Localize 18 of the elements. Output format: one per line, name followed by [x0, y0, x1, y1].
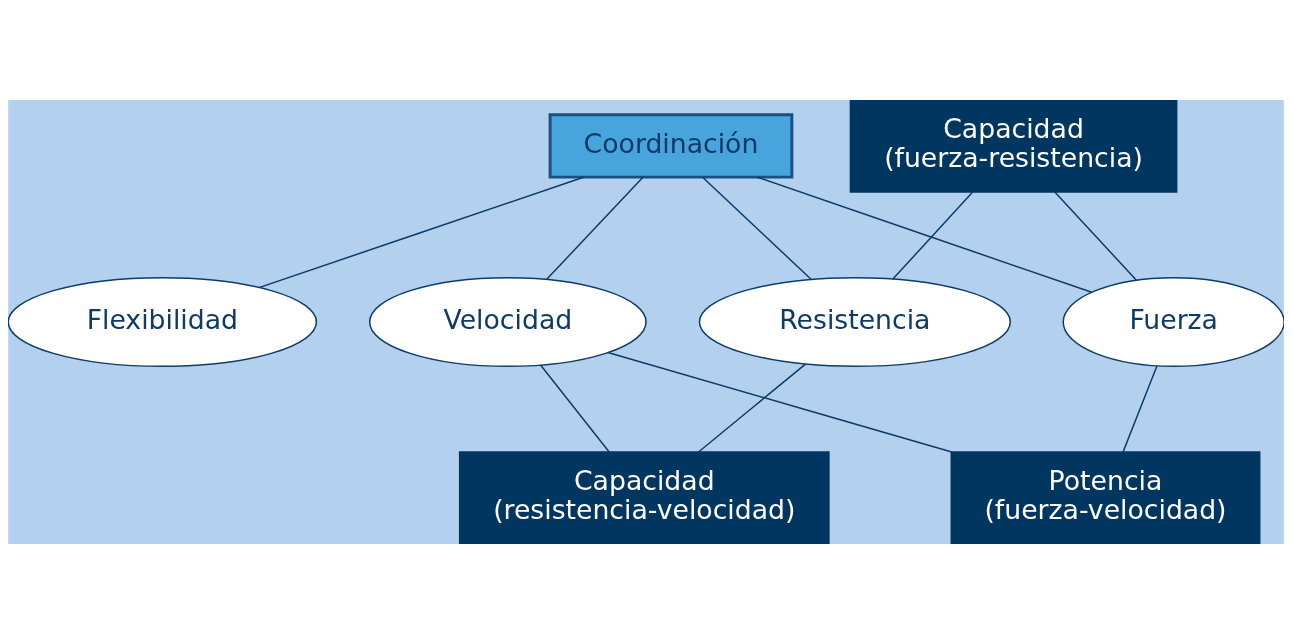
connector	[258, 175, 585, 288]
node-ellipse: Fuerza	[1062, 276, 1284, 367]
node-box: Capacidad (fuerza-resistencia)	[849, 99, 1178, 193]
connector	[607, 351, 953, 453]
connector	[892, 190, 974, 280]
node-ellipse: Resistencia	[698, 276, 1011, 367]
connector	[539, 363, 610, 453]
node-ellipse: Flexibilidad	[8, 276, 318, 367]
connector	[701, 175, 813, 280]
connector	[697, 362, 807, 453]
node-ellipse: Velocidad	[368, 276, 647, 367]
node-box: Capacidad (resistencia-velocidad)	[458, 450, 830, 544]
node-box: Potencia (fuerza-velocidad)	[950, 450, 1261, 544]
connector	[756, 175, 1093, 293]
connector	[1122, 364, 1158, 452]
node-box: Coordinación	[548, 112, 794, 179]
connector	[545, 175, 644, 280]
connector	[1054, 190, 1138, 281]
